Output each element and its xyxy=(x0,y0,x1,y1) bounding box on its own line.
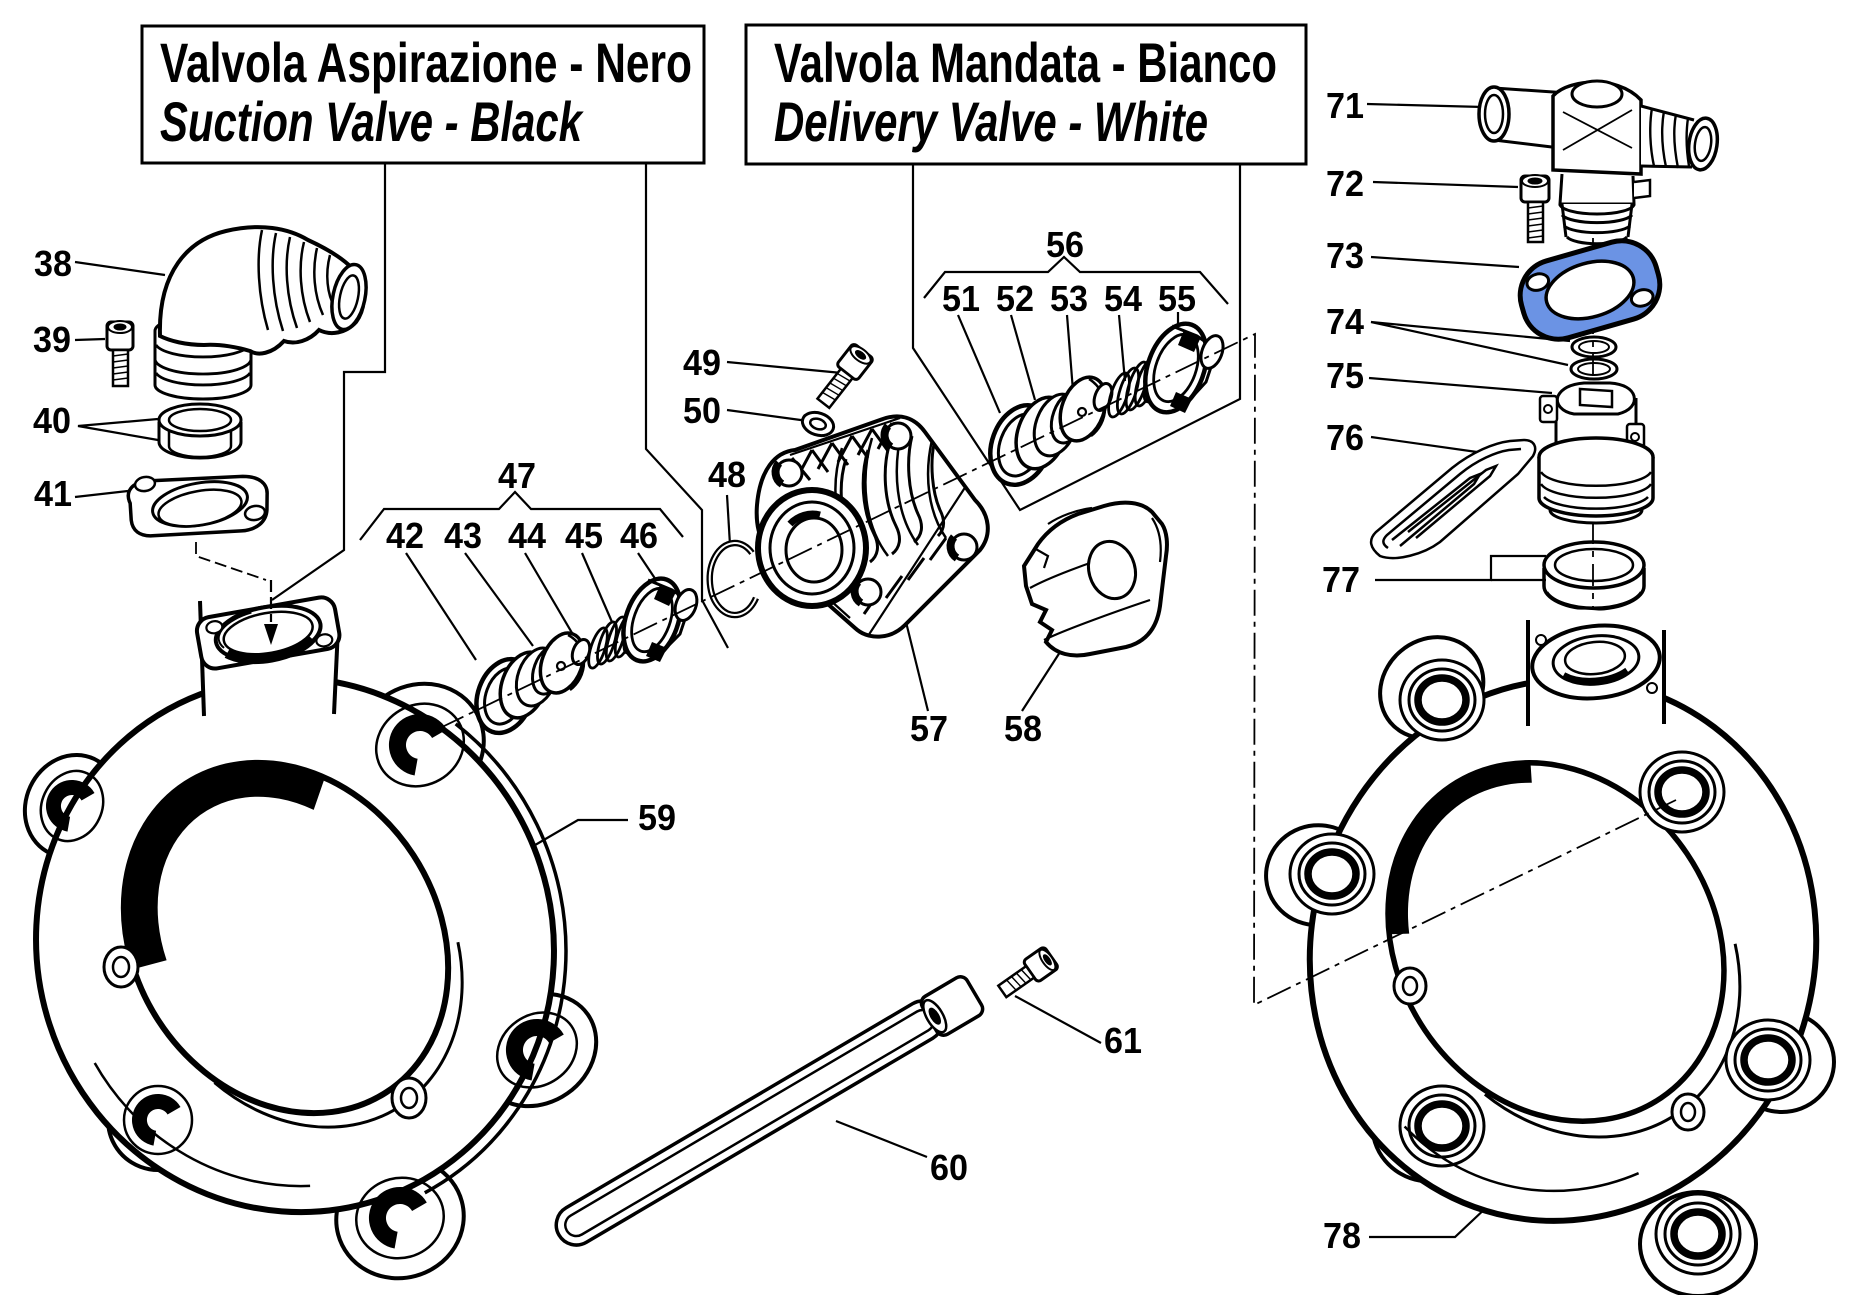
svg-text:47: 47 xyxy=(498,455,536,496)
svg-text:54: 54 xyxy=(1104,278,1143,319)
svg-text:58: 58 xyxy=(1004,708,1042,749)
svg-text:Suction Valve - Black: Suction Valve - Black xyxy=(160,90,584,153)
svg-text:78: 78 xyxy=(1323,1215,1361,1256)
svg-text:43: 43 xyxy=(444,515,482,556)
svg-text:Valvola Mandata - Bianco: Valvola Mandata - Bianco xyxy=(774,31,1277,94)
svg-text:40: 40 xyxy=(33,400,71,441)
svg-text:72: 72 xyxy=(1326,163,1364,204)
svg-text:39: 39 xyxy=(33,319,71,360)
svg-text:Delivery Valve - White: Delivery Valve - White xyxy=(774,90,1208,153)
svg-text:38: 38 xyxy=(34,243,72,284)
svg-text:51: 51 xyxy=(942,278,980,319)
svg-text:46: 46 xyxy=(620,515,658,556)
svg-text:74: 74 xyxy=(1326,301,1365,342)
svg-text:49: 49 xyxy=(683,342,721,383)
svg-text:42: 42 xyxy=(386,515,424,556)
svg-text:48: 48 xyxy=(708,454,746,495)
svg-text:52: 52 xyxy=(996,278,1034,319)
svg-text:61: 61 xyxy=(1104,1020,1142,1061)
svg-text:53: 53 xyxy=(1050,278,1088,319)
svg-text:60: 60 xyxy=(930,1147,968,1188)
svg-text:57: 57 xyxy=(910,708,948,749)
svg-text:55: 55 xyxy=(1158,278,1196,319)
svg-text:56: 56 xyxy=(1046,224,1084,265)
svg-text:Valvola Aspirazione - Nero: Valvola Aspirazione - Nero xyxy=(160,31,692,94)
svg-text:71: 71 xyxy=(1326,85,1364,126)
svg-text:45: 45 xyxy=(565,515,603,556)
svg-text:75: 75 xyxy=(1326,355,1364,396)
svg-text:44: 44 xyxy=(508,515,547,556)
svg-text:73: 73 xyxy=(1326,235,1364,276)
svg-text:59: 59 xyxy=(638,797,676,838)
svg-text:50: 50 xyxy=(683,390,721,431)
svg-text:41: 41 xyxy=(34,473,72,514)
svg-text:77: 77 xyxy=(1322,559,1360,600)
svg-text:76: 76 xyxy=(1326,417,1364,458)
